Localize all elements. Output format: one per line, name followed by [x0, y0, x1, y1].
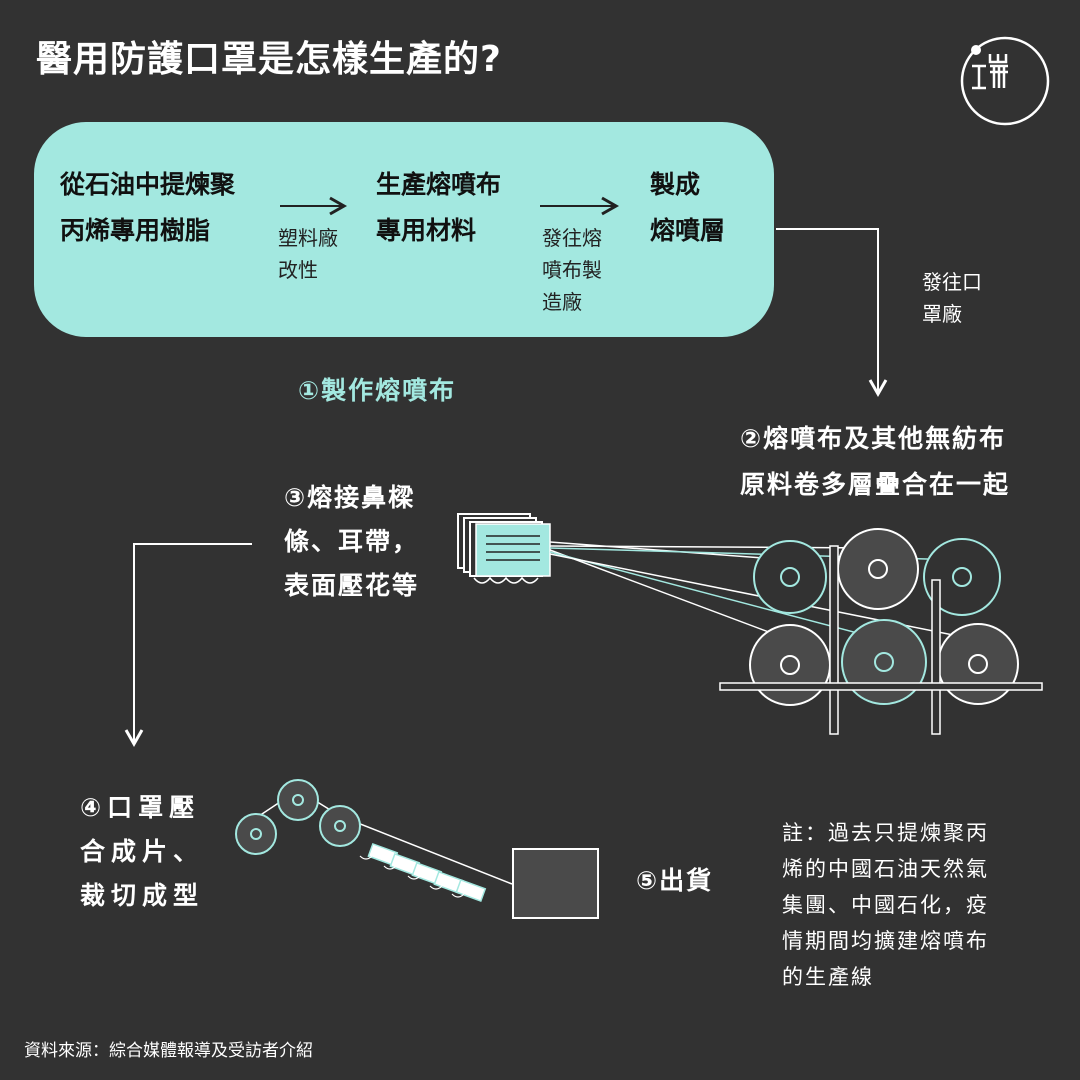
step-4-line-1: ④口罩壓 [80, 793, 201, 822]
ship-note-line-2: 罩廠 [922, 302, 962, 326]
arrow-a-note-line-1: 塑料廠 [278, 226, 338, 250]
ship-note-line-1: 發往口 [922, 270, 982, 294]
footnote-line-5: 的生產線 [782, 965, 874, 989]
step-5-label: ⑤出貨 [636, 866, 714, 895]
stage-material: 生產熔噴布 專用材料 [376, 162, 501, 254]
ship-note: 發往口 罩廠 [922, 266, 982, 330]
stage-material-line-1: 生產熔噴布 [376, 170, 502, 199]
step-1-label: ①製作熔噴布 [298, 376, 457, 405]
page-title: 醫用防護口罩是怎樣生產的? [36, 39, 502, 80]
footnote-line-4: 情期間均擴建熔噴布 [782, 929, 989, 953]
stage-meltblown-line-1: 製成 [650, 170, 701, 199]
arrow-a-note: 塑料廠 改性 [278, 222, 338, 286]
mask-stack-icon [457, 513, 551, 584]
stage-resin-line-2: 丙烯專用樹脂 [60, 216, 211, 245]
step-4-line-3: 裁切成型 [80, 881, 205, 910]
shipping-box-icon [512, 848, 599, 919]
process-panel [34, 122, 774, 337]
footnote-line-1: 註：過去只提煉聚丙 [782, 821, 989, 845]
press-roller-icon [235, 779, 513, 902]
arrow-down-icon [124, 543, 252, 748]
step-4-line-2: 合成片、 [80, 837, 205, 866]
arrow-b-note-line-1: 發往熔 [542, 226, 602, 250]
stage-meltblown-line-2: 熔噴層 [650, 216, 726, 245]
step-3-line-2: 條、耳帶， [284, 527, 420, 556]
step-2-line-1: ②熔噴布及其他無紡布 [740, 424, 1007, 453]
footnote-line-3: 集團、中國石化，疫 [782, 893, 989, 917]
step-3-label: ③熔接鼻樑 條、耳帶， 表面壓花等 [284, 476, 419, 608]
stage-resin: 從石油中提煉聚 丙烯專用樹脂 [60, 162, 235, 254]
source-line: 資料來源：綜合媒體報導及受訪者介紹 [24, 1041, 313, 1061]
step-3-line-3: 表面壓花等 [284, 571, 420, 600]
logo-icon [960, 36, 1050, 126]
step-4-label: ④口罩壓 合成片、 裁切成型 [80, 786, 204, 918]
stage-material-line-2: 專用材料 [376, 216, 477, 245]
arrow-b-note-line-3: 造廠 [542, 290, 582, 314]
arrow-b-note-line-2: 噴布製 [542, 258, 602, 282]
arrow-b-note: 發往熔 噴布製 造廠 [542, 222, 602, 318]
fabric-roll-machine-icon [549, 528, 1043, 735]
arrow-a-note-line-2: 改性 [278, 258, 318, 282]
step-2-label: ②熔噴布及其他無紡布 原料卷多層疊合在一起 [740, 416, 1010, 508]
stage-resin-line-1: 從石油中提煉聚 [60, 170, 236, 199]
footnote-line-2: 烯的中國石油天然氣 [782, 857, 989, 881]
stage-meltblown: 製成 熔噴層 [650, 162, 725, 254]
arrow-down-icon [776, 228, 888, 398]
step-3-line-1: ③熔接鼻樑 [284, 483, 416, 512]
footnote: 註：過去只提煉聚丙 烯的中國石油天然氣 集團、中國石化，疫 情期間均擴建熔噴布 … [782, 815, 989, 995]
step-2-line-2: 原料卷多層疊合在一起 [740, 470, 1011, 499]
